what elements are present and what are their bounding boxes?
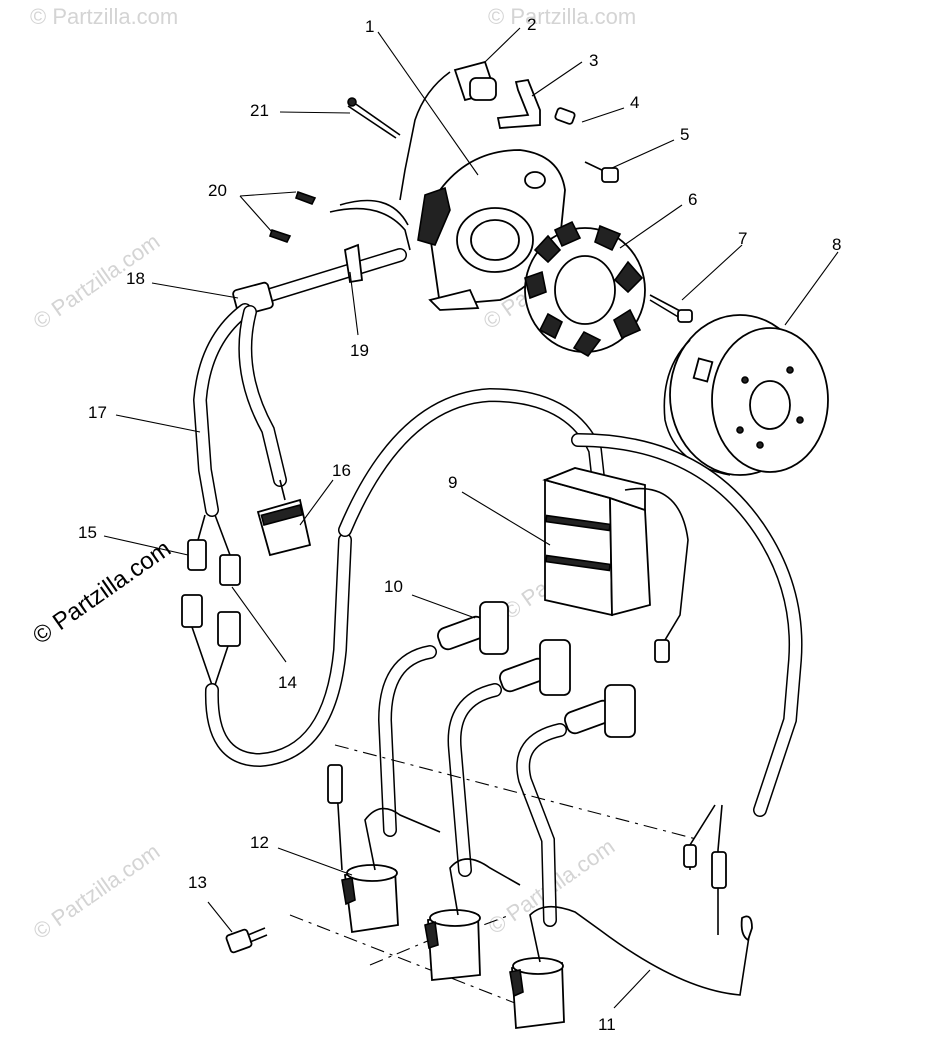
leader-lines <box>103 27 839 1009</box>
callout-4: 4 <box>630 93 639 112</box>
coil-bolt <box>225 927 268 954</box>
callout-18: 18 <box>126 269 145 288</box>
coil-wire-harness <box>327 764 753 996</box>
callout-21: 21 <box>250 101 269 120</box>
flywheel-bolt <box>649 294 693 323</box>
callout-15: 15 <box>78 523 97 542</box>
callout-17: 17 <box>88 403 107 422</box>
callout-16: 16 <box>332 461 351 480</box>
watermark-top-left: © Partzilla.com <box>30 4 178 29</box>
callout-12: 12 <box>250 833 269 852</box>
callout-9: 9 <box>448 473 457 492</box>
watermark-main: © Partzilla.com <box>28 535 176 650</box>
high-tension-leads <box>377 645 567 927</box>
callout-5: 5 <box>680 125 689 144</box>
watermark-top-center: © Partzilla.com <box>488 4 636 29</box>
callout-14: 14 <box>278 673 297 692</box>
callout-11: 11 <box>598 1015 616 1034</box>
callout-2: 2 <box>527 15 536 34</box>
callout-8: 8 <box>832 235 841 254</box>
callout-labels: 1 2 3 4 5 6 7 8 9 10 11 12 13 14 15 16 1… <box>78 15 841 1034</box>
connectors-14-15 <box>181 514 352 768</box>
stator-harness <box>192 199 411 517</box>
spark-plug-caps <box>437 601 636 738</box>
screw-long <box>584 161 619 183</box>
bracket <box>496 78 541 129</box>
callout-6: 6 <box>688 190 697 209</box>
connector-16 <box>256 479 312 557</box>
main-loop-harness <box>338 387 803 817</box>
callout-3: 3 <box>589 51 598 70</box>
callout-10: 10 <box>384 577 403 596</box>
callout-20: 20 <box>208 181 227 200</box>
ignition-coils <box>341 864 565 1030</box>
stator-plate <box>417 149 566 311</box>
callout-1: 1 <box>365 17 374 36</box>
watermark-bottom-left: © Partzilla.com <box>29 839 165 945</box>
flywheel <box>663 314 829 476</box>
stator <box>524 220 646 358</box>
screw-small <box>554 107 576 125</box>
callout-7: 7 <box>738 229 747 248</box>
pulser-coil <box>399 60 497 201</box>
cdi-module <box>542 467 689 663</box>
terminals <box>268 190 317 243</box>
callout-19: 19 <box>350 341 369 360</box>
callout-13: 13 <box>188 873 207 892</box>
tie-strap <box>347 97 401 139</box>
